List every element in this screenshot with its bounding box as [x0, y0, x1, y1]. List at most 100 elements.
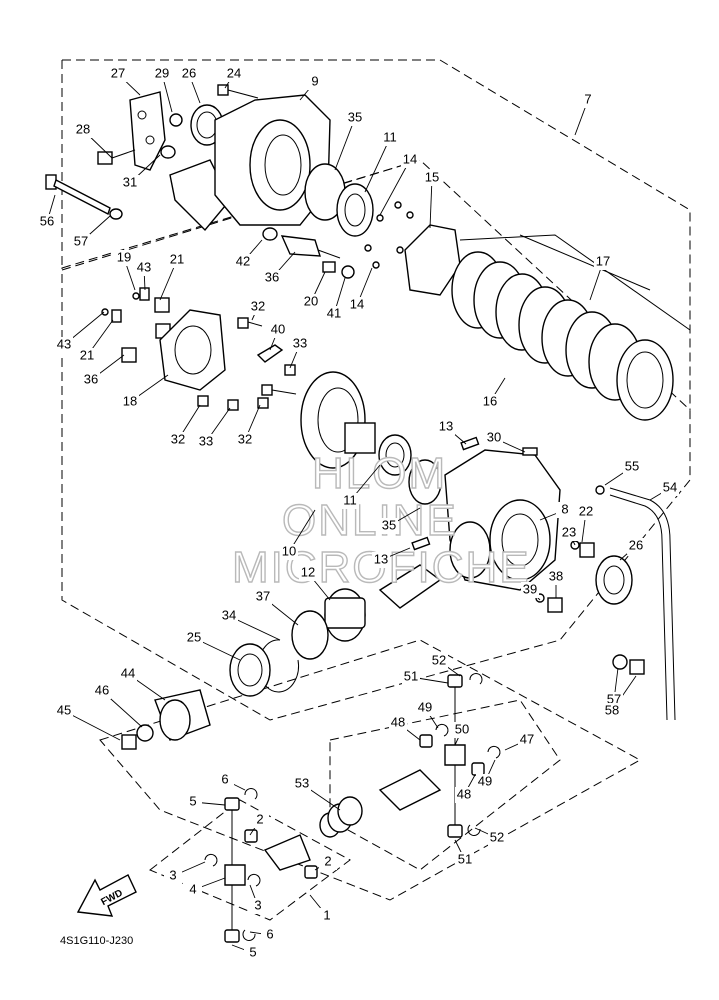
callout-background — [121, 175, 139, 191]
callout-background — [216, 772, 234, 788]
part-pin-13-lower — [411, 536, 431, 551]
callout-background — [263, 270, 281, 286]
callout-background — [518, 732, 536, 748]
callout-number: 32 — [251, 298, 265, 313]
part-o-ring-35-lower — [408, 459, 442, 505]
callout-background — [74, 122, 92, 138]
part-washer-57 — [109, 208, 123, 220]
callout-background — [547, 569, 565, 585]
callout-background — [109, 66, 127, 82]
callout-number: 26 — [182, 65, 196, 80]
callout-background — [437, 419, 455, 435]
callout-number: 46 — [95, 682, 109, 697]
part-circlip-52-lower — [467, 824, 481, 836]
callout-background — [416, 700, 434, 716]
callout-number: 35 — [348, 109, 362, 124]
callout-number: 47 — [520, 731, 534, 746]
callout-number: 57 — [74, 233, 88, 248]
callout-number: 11 — [383, 129, 397, 144]
callout-background — [93, 683, 111, 699]
part-shim-37 — [291, 610, 329, 660]
part-circlip-52 — [469, 673, 483, 685]
callout-background — [577, 504, 595, 520]
callout-background — [661, 480, 679, 496]
fwd-arrow-icon: FWD — [76, 874, 137, 917]
part-circlip-6 — [244, 788, 258, 800]
callout-number: 36 — [265, 269, 279, 284]
callout-background — [455, 787, 473, 803]
callout-background — [184, 882, 202, 898]
part-seal-25 — [229, 643, 271, 697]
part-clutch-plates-16-17 — [451, 234, 691, 421]
callout-background — [348, 297, 366, 313]
leader-line — [334, 117, 356, 171]
callout-background — [78, 348, 96, 364]
part-circlip-49-lower — [487, 745, 501, 759]
callout-background — [627, 538, 645, 554]
callout-background — [119, 666, 137, 682]
callout-number: 49 — [478, 773, 492, 788]
callout-number: 35 — [382, 517, 396, 532]
callout-background — [169, 432, 187, 448]
part-plate-40 — [256, 344, 284, 363]
part-bearing-11-lower — [378, 434, 412, 476]
part-nut-58 — [629, 659, 645, 675]
part-ring-gear-10 — [300, 371, 376, 469]
callout-number: 37 — [256, 588, 270, 603]
callout-number: 17 — [596, 253, 610, 268]
part-shaft-19 — [280, 235, 341, 259]
callout-number: 1 — [323, 907, 330, 922]
callout-background — [560, 525, 578, 541]
callout-number: 38 — [549, 568, 563, 583]
callout-background — [456, 852, 474, 868]
callout-number: 13 — [374, 551, 388, 566]
callout-number: 12 — [301, 564, 315, 579]
callout-number: 27 — [111, 65, 125, 80]
callout-background — [249, 299, 267, 315]
callout-number: 44 — [121, 665, 135, 680]
callout-background — [485, 430, 503, 446]
svg-text:ONLINE: ONLINE — [282, 496, 458, 545]
part-bolts-32-33 — [197, 317, 297, 411]
part-nut-45 — [121, 734, 137, 750]
callout-background — [55, 337, 73, 353]
callout-background — [380, 518, 398, 534]
callout-number: 5 — [249, 944, 256, 959]
callout-number: 24 — [227, 65, 241, 80]
callout-number: 48 — [391, 714, 405, 729]
part-gasket-18 — [159, 309, 226, 391]
callout-background — [579, 92, 597, 108]
callout-number: 21 — [170, 251, 184, 266]
callout-background — [341, 493, 359, 509]
callout-background — [72, 234, 90, 250]
callout-number: 11 — [343, 492, 357, 507]
part-circlip-3 — [204, 853, 218, 867]
part-bolt-56 — [45, 174, 111, 215]
callout-number: 20 — [304, 293, 318, 308]
callout-background — [372, 552, 390, 568]
callout-background — [430, 653, 448, 669]
callout-background — [319, 854, 337, 870]
callout-background — [249, 898, 267, 914]
callout-number: 51 — [458, 851, 472, 866]
callout-number: 3 — [169, 867, 176, 882]
diagram-code: 4S1G110-J230 — [60, 935, 133, 947]
callout-background — [402, 669, 420, 685]
callout-background — [184, 794, 202, 810]
callout-background — [521, 582, 539, 598]
callout-background — [121, 394, 139, 410]
part-seal-26-right — [595, 555, 633, 605]
callout-background — [623, 459, 641, 475]
callout-number: 43 — [137, 259, 151, 274]
callout-number: 45 — [57, 702, 71, 717]
callout-number: 56 — [40, 213, 54, 228]
callout-number: 40 — [271, 321, 285, 336]
part-pin-30 — [522, 447, 538, 456]
callout-background — [325, 306, 343, 322]
callout-number: 32 — [238, 431, 252, 446]
callout-background — [244, 945, 262, 961]
part-washer-57-right — [612, 654, 628, 670]
callout-background — [55, 703, 73, 719]
callout-number: 33 — [199, 433, 213, 448]
